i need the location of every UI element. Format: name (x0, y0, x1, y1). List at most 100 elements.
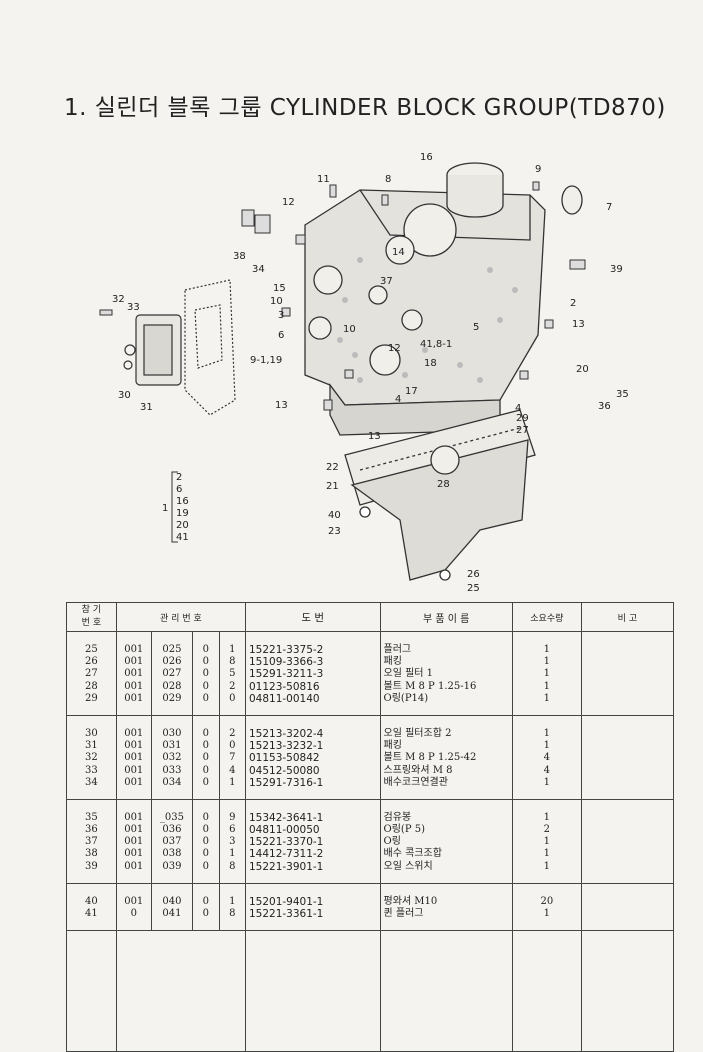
cell-line: 14412-7311-2 (248, 848, 324, 861)
cell-line: 04811-00140 (248, 692, 320, 705)
cell-line: 오일 필터조합 2 (383, 727, 452, 739)
cell-line: 041 (162, 908, 182, 919)
fasteners (99, 181, 586, 411)
table-cell-remarks (580, 715, 675, 800)
callout-label: 12 (388, 343, 401, 354)
cell-line: 033 (162, 764, 182, 776)
cell-line: 15221-3370-1 (248, 836, 324, 849)
exploded-parts-diagram: 16 11 8 9 7 12 14 37 38 34 39 15 10 2 3 … (99, 152, 629, 594)
cell-line: 1 (543, 836, 551, 848)
cell-line: 001 (124, 740, 144, 752)
cell-line: 2 (229, 727, 236, 739)
callout-label: 10 (270, 296, 283, 307)
cell-line: 001 (124, 860, 144, 872)
table-cell-remarks (580, 799, 675, 884)
cell-line: 04811-00050 (248, 824, 320, 837)
cell-line: 0 (202, 860, 209, 872)
cell-line: 15213-3202-4 (248, 727, 324, 740)
table-cell-empty (511, 930, 582, 1052)
cell-line: 0 (202, 668, 209, 680)
cell-line: 26 (85, 656, 98, 668)
header-management-no: 관 리 번 호 (115, 602, 246, 632)
cell-line: _035 (159, 811, 184, 823)
callout-label: 38 (233, 251, 246, 262)
callout-label: 16 (420, 152, 433, 163)
bracket-item: 2 (176, 472, 182, 483)
cell-line: 1 (229, 848, 236, 860)
cell-line: 20 (540, 895, 554, 907)
cell-line: 0 (202, 836, 209, 848)
callout-label: 37 (380, 276, 393, 287)
cell-line: 3 (229, 836, 236, 848)
header-quantity: 소요수량 (511, 602, 582, 632)
callout-label: 13 (275, 400, 288, 411)
cell-line: 1 (543, 656, 551, 668)
cell-line: 15201-9401-1 (248, 895, 324, 908)
cell-line: 0 (229, 740, 236, 752)
cell-line: 15109-3366-3 (248, 656, 324, 669)
callout-label: 17 (405, 386, 418, 397)
callout-label: 10 (343, 324, 356, 335)
table-cell-remarks (580, 631, 675, 716)
table-cell-empty (379, 930, 513, 1052)
callout-label: 3 (278, 310, 284, 321)
cell-line: 스프링와셔 M 8 (383, 764, 453, 776)
cell-line: 001 (124, 895, 144, 907)
cell-line: 001 (124, 752, 144, 764)
cell-line: 029 (162, 692, 182, 704)
cell-line: 1 (543, 644, 551, 655)
cell-line: 032 (162, 752, 182, 764)
cell-line: 2 (543, 824, 551, 836)
cell-line: 6 (229, 824, 236, 836)
cell-line: 025 (162, 644, 182, 655)
cell-line: 001 (124, 776, 144, 788)
cell-line: 001 (124, 692, 144, 704)
callout-label: 14 (392, 247, 405, 258)
cell-line: O링 (383, 836, 401, 848)
header-ref-no-line2: 번 호 (81, 618, 102, 628)
cell-line: 볼트 M 8 P 1.25-16 (383, 680, 477, 692)
callout-label: 22 (326, 462, 339, 473)
callout-label: 21 (326, 481, 339, 492)
callout-label: 40 (328, 510, 341, 521)
cell-line: O링(P 5) (383, 824, 425, 836)
cell-line: 030 (162, 727, 182, 739)
cell-line: 0 (202, 776, 209, 788)
cell-line: 0 (229, 692, 236, 704)
cell-line: 31 (85, 740, 98, 752)
callout-label: 23 (328, 526, 341, 537)
bracket-item: 6 (176, 484, 182, 495)
cell-line: 001 (124, 811, 144, 823)
header-ref-no: 참 기 번 호 (66, 602, 117, 632)
cell-line: 30 (85, 727, 98, 739)
cell-line: 15221-3361-1 (248, 908, 324, 920)
cell-line: 1 (229, 776, 236, 788)
cell-line: 검유봉 (383, 811, 412, 823)
table-cell-empty (115, 930, 246, 1052)
callout-label: 26 (467, 569, 480, 580)
cell-line: 오일 필터 1 (383, 668, 434, 680)
callout-label: 13 (368, 431, 381, 442)
cell-line: 1 (543, 908, 551, 919)
header-ref-no-line1: 참 기 (81, 605, 102, 615)
cell-line: 0 (202, 740, 209, 752)
callout-label: 30 (118, 390, 131, 401)
cylinder-block (304, 162, 583, 436)
callout-label: 32 (112, 294, 125, 305)
cell-line: 001 (124, 656, 144, 668)
bracket-item: 19 (176, 508, 189, 519)
